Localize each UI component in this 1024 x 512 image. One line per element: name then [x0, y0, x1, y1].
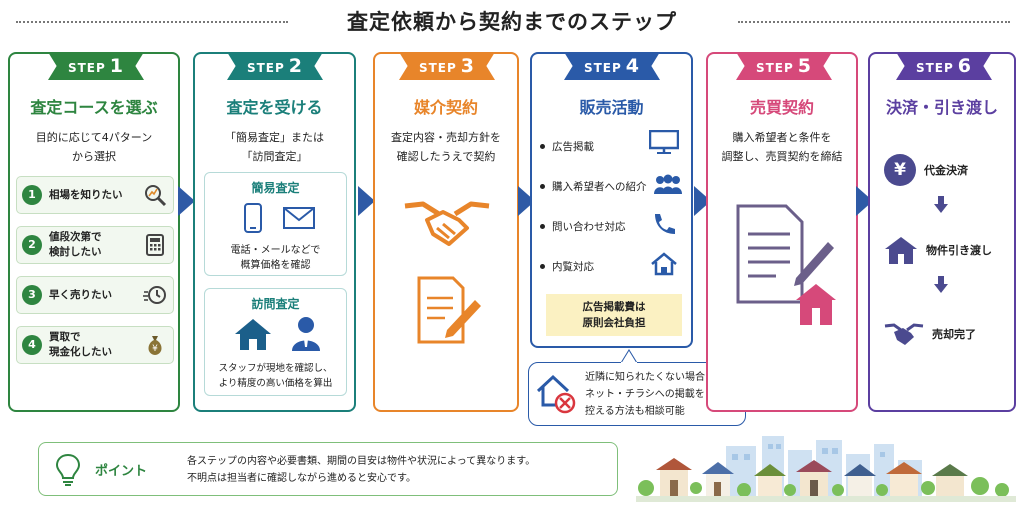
town-illustration [636, 436, 1016, 502]
calculator-icon [146, 234, 164, 256]
option-4[interactable]: 4 買取で 現金化したい ¥ [16, 326, 174, 364]
option-number: 4 [22, 335, 42, 355]
option-label: 早く売りたい [49, 288, 112, 301]
staff-person-icon [292, 317, 320, 351]
option-label: 買取で 現金化したい [49, 331, 112, 358]
option-label: 値段次第で 検討したい [49, 231, 102, 258]
flow-arrow [934, 276, 948, 293]
step-arrow-2 [358, 186, 375, 216]
houmon-satei-title: 訪問査定 [251, 297, 300, 311]
activity-item: 購入希望者への紹介 [540, 174, 678, 198]
flow-item-complete: 売却完了 [884, 316, 1004, 352]
handshake-complete-icon [884, 323, 924, 345]
phone-icon [655, 214, 675, 234]
point-box: ポイント 各ステップの内容や必要書類、期間の目安は物件や状況によって異なります。… [38, 442, 618, 496]
option-number: 2 [22, 235, 42, 255]
kani-satei-box: 簡易査定 電話・メールなどで 概算価格を確認 [204, 172, 347, 276]
step-arrow-1 [178, 186, 195, 216]
sales-contract-icon [736, 204, 836, 325]
yen-icon: ¥ [884, 154, 916, 186]
house-no-icon [536, 374, 576, 414]
mail-icon [283, 207, 315, 229]
page-title: 査定依頼から契約までのステップ [347, 10, 677, 34]
point-text: 各ステップの内容や必要書類、期間の目安は物件や状況によって異なります。 不明点は… [187, 456, 536, 484]
kani-satei-title: 簡易査定 [251, 181, 300, 195]
kani-satei-desc: 電話・メールなどで 概算価格を確認 [230, 245, 321, 271]
step-2-desc: 「簡易査定」または 「訪問査定」 [225, 131, 324, 163]
step-3-desc: 査定内容・売却方針を 確認したうえで契約 [391, 131, 501, 163]
option-label: 相場を知りたい [49, 188, 123, 201]
magnifier-chart-icon [145, 185, 167, 207]
house-outline-icon [651, 252, 677, 276]
flow-arrow [934, 196, 948, 213]
flow-item-payment: ¥ 代金決済 [884, 152, 1004, 188]
contract-pen-icon [417, 276, 481, 344]
callout-pointer [620, 349, 638, 363]
point-label: ポイント [95, 464, 148, 479]
money-bag-icon: ¥ [148, 336, 162, 355]
title-divider-left [16, 21, 288, 23]
flow-item-handover: 物件引き渡し [884, 232, 1004, 268]
step-5-desc: 購入希望者と条件を 調整し、売買契約を締結 [721, 131, 843, 163]
activity-item: 問い合わせ対応 [540, 214, 678, 238]
smartphone-icon [244, 203, 262, 233]
option-number: 1 [22, 185, 42, 205]
houmon-satei-desc: スタッフが現地を確認し、 より精度の高い価格を算出 [218, 363, 333, 389]
option-number: 3 [22, 285, 42, 305]
fast-clock-icon [143, 286, 166, 304]
activity-item: 広告掲載 [540, 134, 678, 158]
house-handover-icon [885, 237, 917, 264]
option-3[interactable]: 3 早く売りたい [16, 276, 174, 314]
privacy-callout-text: 近隣に知られたくない場合は、 ネット・チラシへの掲載を 控える方法も相談可能 [585, 372, 725, 417]
step-6-title: 決済・引き渡し [885, 98, 998, 117]
step-2-title: 査定を受ける [226, 98, 323, 117]
option-1[interactable]: 1 相場を知りたい [16, 176, 174, 214]
group-people-icon [654, 174, 682, 194]
activity-item: 内覧対応 [540, 254, 678, 278]
monitor-icon [649, 130, 679, 154]
step-1-title: 査定コースを選ぶ [30, 98, 158, 117]
houmon-satei-box: 訪問査定 スタッフが現地を確認し、 より精度の高い価格を算出 [204, 288, 347, 396]
step-4-title: 販売活動 [579, 98, 644, 117]
step-3-title: 媒介契約 [413, 98, 478, 117]
ad-cost-note: 広告掲載費は 原則会社負担 [546, 294, 682, 336]
house-icon [235, 319, 271, 350]
option-2[interactable]: 2 値段次第で 検討したい [16, 226, 174, 264]
lightbulb-icon [55, 453, 81, 486]
step-5-title: 売買契約 [749, 98, 814, 117]
step-1-desc: 目的に応じて4パターン から選択 [35, 131, 153, 163]
svg-text:¥: ¥ [152, 344, 158, 354]
title-divider-right [738, 21, 1010, 23]
handshake-icon [404, 201, 490, 246]
